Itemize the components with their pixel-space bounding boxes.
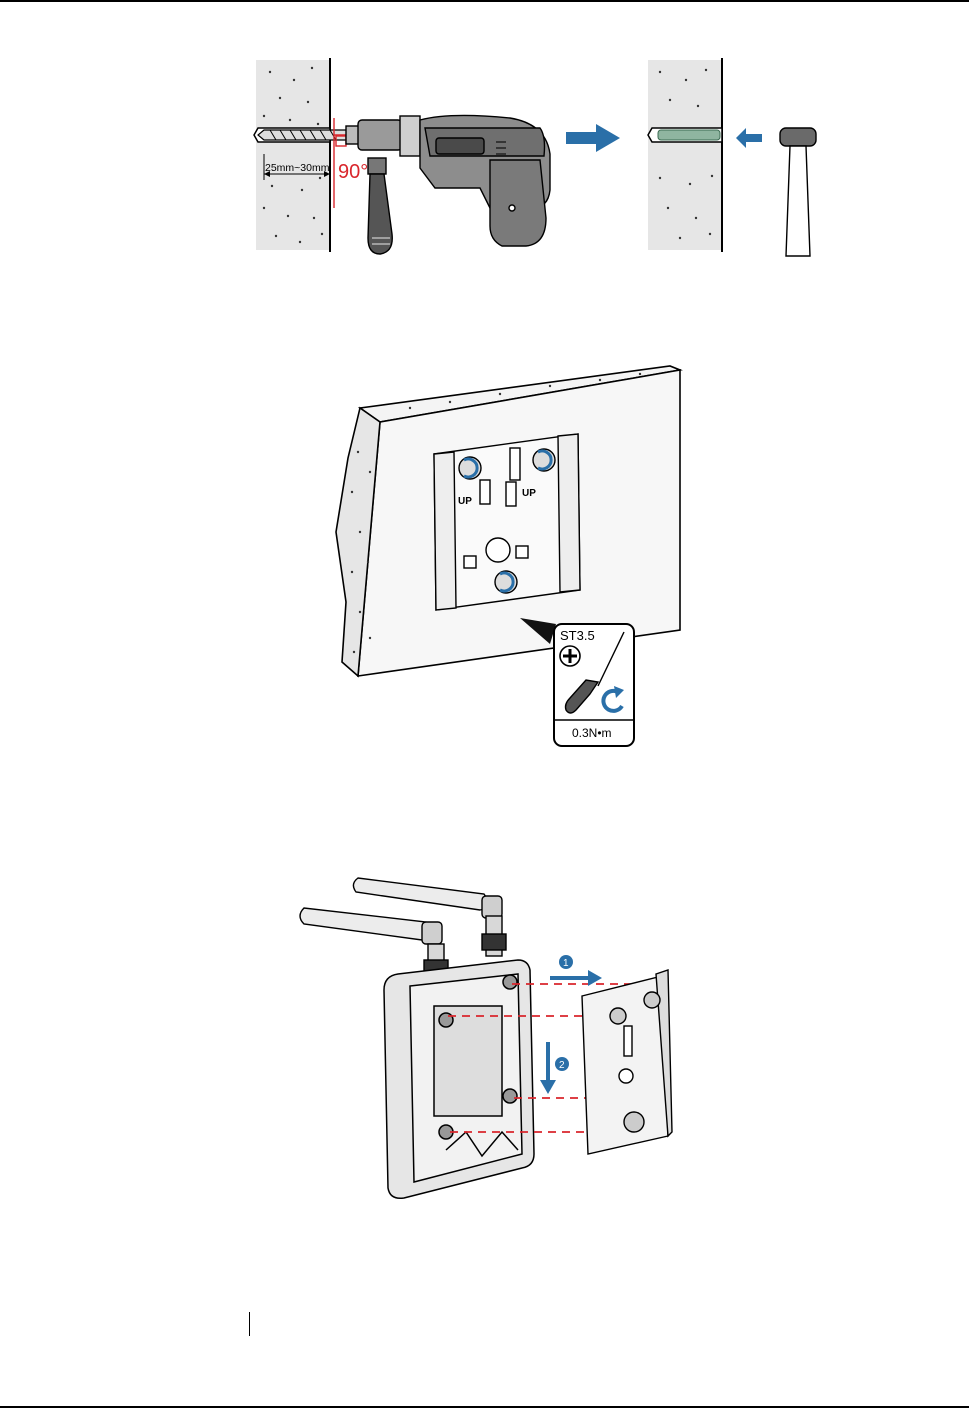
next-step-arrow-icon: [566, 124, 620, 152]
torque-label: 0.3N•m: [572, 726, 612, 740]
screw-type-label: ST3.5: [560, 628, 595, 643]
header-rule: [0, 0, 969, 2]
figure-bracket-wall: UP UP ST3.5 0.3N•m: [330, 362, 690, 752]
step2-arrow-icon: 2: [540, 1042, 569, 1094]
step1-arrow-icon: 1: [550, 955, 602, 986]
depth-label: 25mm~30mm: [265, 162, 330, 174]
hammer-icon: [780, 128, 816, 256]
screw-callout: ST3.5 0.3N•m: [554, 624, 634, 746]
up-label-left: UP: [458, 496, 472, 507]
wall-right: [648, 58, 722, 252]
footer-divider: [249, 1312, 250, 1336]
access-point-device: [384, 960, 534, 1198]
footer-rule: [0, 1406, 969, 1408]
drill-icon: [346, 115, 550, 254]
wall-left: [254, 58, 330, 252]
up-label-right: UP: [522, 488, 536, 499]
figure-device-mount: 1 2: [296, 870, 676, 1210]
figure-drill-anchor: 90° 25mm~30mm: [250, 58, 830, 260]
mounting-bracket-side: [582, 970, 672, 1154]
angle-label: 90°: [338, 161, 368, 183]
mounting-bracket: [434, 434, 580, 610]
step1-label: 1: [563, 958, 569, 969]
push-arrow-icon: [736, 128, 762, 148]
wall-anchor: [658, 130, 720, 140]
step2-label: 2: [559, 1060, 565, 1071]
phillips-screw-icon: [560, 646, 580, 666]
